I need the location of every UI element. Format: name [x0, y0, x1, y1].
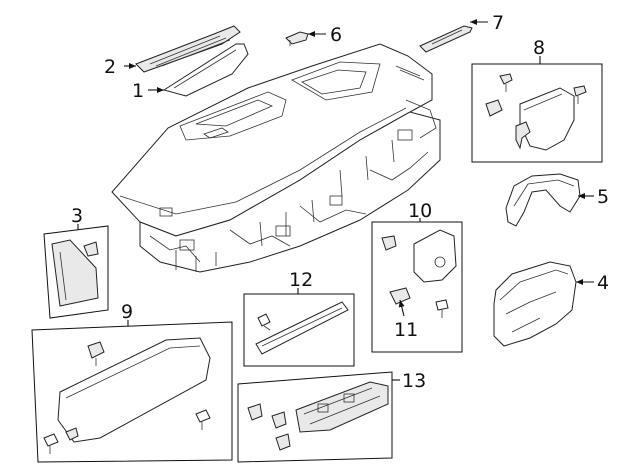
- callout-3: 3: [71, 205, 83, 227]
- callout-10: 10: [408, 200, 432, 222]
- part-8-box: [471, 63, 603, 163]
- part-13-box: [237, 371, 393, 463]
- part-10-box: [371, 221, 463, 353]
- part-2-defroster-grille: [135, 25, 241, 73]
- callout-11: 11: [394, 319, 418, 341]
- part-4-housing: [493, 261, 577, 347]
- callout-5: 5: [597, 186, 609, 208]
- part-12-box: [243, 293, 355, 367]
- part-1-cluster-cover: [162, 43, 249, 97]
- callout-8: 8: [533, 37, 545, 59]
- callout-13: 13: [402, 370, 426, 392]
- part-12-group: [243, 293, 355, 367]
- part-3-group: [43, 225, 109, 319]
- part-9-box: [31, 321, 233, 463]
- callout-9: 9: [121, 301, 133, 323]
- part-10-group: [371, 221, 463, 353]
- leader-lines: [77, 19, 594, 381]
- callout-6: 6: [330, 24, 342, 46]
- callout-12: 12: [289, 269, 313, 291]
- part-13-group: [237, 371, 393, 463]
- callout-2: 2: [104, 56, 116, 78]
- instrument-panel-assembly: [111, 43, 441, 273]
- part-3-box: [43, 225, 109, 319]
- callout-labels: 2 1 6 7 8 5 4 3 9 12 10 11 13: [71, 12, 609, 392]
- callout-4: 4: [597, 272, 609, 294]
- part-9-group: [31, 321, 233, 463]
- part-7-top-trim: [419, 25, 473, 53]
- part-6-sensor: [285, 31, 309, 46]
- callout-7: 7: [492, 12, 504, 34]
- callout-1: 1: [132, 80, 144, 102]
- part-8-group: [471, 63, 603, 163]
- part-5-bezel: [505, 173, 581, 227]
